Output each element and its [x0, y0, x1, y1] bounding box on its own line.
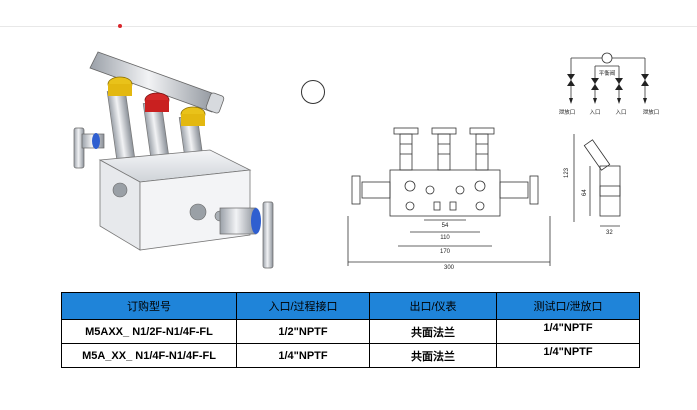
cell-test-port: 1/4"NPTF: [496, 343, 640, 368]
dim-110: 110: [440, 235, 450, 241]
schematic-label-1: 泄放口: [559, 108, 576, 116]
ordering-spec-table: 订购型号 入口/过程接口 出口/仪表 测试口/泄放口 M5AXX_ N1/2F-…: [61, 292, 640, 368]
circle-marker: [301, 80, 325, 104]
cell-inlet: 1/4"NPTF: [236, 343, 370, 368]
dim-123: 123: [564, 167, 570, 178]
dim-54: 54: [442, 223, 449, 229]
side-view-drawing: 123 64 32: [564, 134, 621, 236]
schematic-label-3: 入口: [615, 109, 626, 116]
schematic-top-label: 平衡阀: [599, 69, 616, 77]
top-divider: [0, 26, 697, 27]
dim-32: 32: [606, 230, 613, 236]
table-header-row: 订购型号 入口/过程接口 出口/仪表 测试口/泄放口: [61, 292, 640, 320]
dim-300: 300: [444, 265, 455, 271]
cell-inlet: 1/2"NPTF: [236, 319, 370, 344]
schematic-label-4: 泄放口: [643, 108, 660, 116]
cell-model: M5AXX_ N1/2F-N1/4F-FL: [61, 319, 237, 344]
red-dot-marker: [118, 24, 122, 28]
cell-outlet: 共面法兰: [369, 343, 497, 368]
schematic-label-2: 入口: [589, 109, 600, 116]
header-inlet-process: 入口/过程接口: [236, 292, 370, 320]
valve-schematic-diagram: 平衡阀 泄放口 入口 入口 泄放口: [559, 52, 660, 116]
header-outlet-instrument: 出口/仪表: [369, 292, 497, 320]
manifold-3d-illustration: [73, 51, 274, 269]
table-row: M5AXX_ N1/2F-N1/4F-FL 1/2"NPTF 共面法兰 1/4"…: [61, 319, 640, 344]
front-view-drawing: 54 110 170 300: [347, 127, 551, 271]
cell-test-port: 1/4"NPTF: [496, 319, 640, 344]
cell-outlet: 共面法兰: [369, 319, 497, 344]
header-test-vent: 测试口/泄放口: [496, 292, 640, 320]
header-order-model: 订购型号: [61, 292, 237, 320]
dim-170: 170: [440, 249, 451, 255]
dim-64: 64: [582, 189, 588, 196]
cell-model: M5A_XX_ N1/4F-N1/4F-FL: [61, 343, 237, 368]
table-row: M5A_XX_ N1/4F-N1/4F-FL 1/4"NPTF 共面法兰 1/4…: [61, 343, 640, 368]
